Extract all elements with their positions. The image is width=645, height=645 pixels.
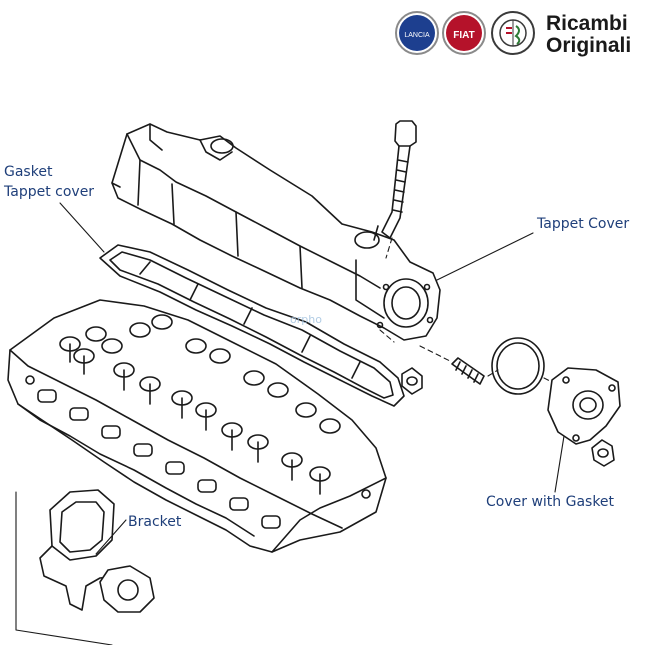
cylinder-head-part [7, 299, 387, 553]
bracket-part [39, 489, 155, 613]
lancia-logo: LANCIA [395, 11, 439, 55]
o-ring-part [491, 337, 545, 395]
tappet-cover-part [111, 123, 441, 341]
label-gasket: Gasket [4, 164, 53, 180]
label-bracket: Bracket [128, 514, 182, 530]
gasket-part [99, 244, 405, 407]
label-cover-with-gasket: Cover with Gasket [486, 494, 615, 510]
stud-part [401, 357, 485, 395]
svg-text:FIAT: FIAT [453, 30, 474, 41]
brand-line-originali: Originali [546, 34, 632, 57]
bolt-part [373, 120, 417, 241]
label-tappet-cover-gasket: Tappet cover [4, 184, 95, 200]
brand-line-ricambi: Ricambi [546, 12, 628, 35]
alfa-romeo-logo [491, 11, 535, 55]
watermark: orpho [290, 313, 322, 326]
svg-text:LANCIA: LANCIA [404, 32, 430, 39]
brand-logos: LANCIA FIAT [395, 11, 535, 55]
fiat-logo: FIAT [442, 11, 486, 55]
label-tappet-cover: Tappet Cover [537, 216, 630, 232]
cover-with-gasket-part [547, 367, 621, 467]
